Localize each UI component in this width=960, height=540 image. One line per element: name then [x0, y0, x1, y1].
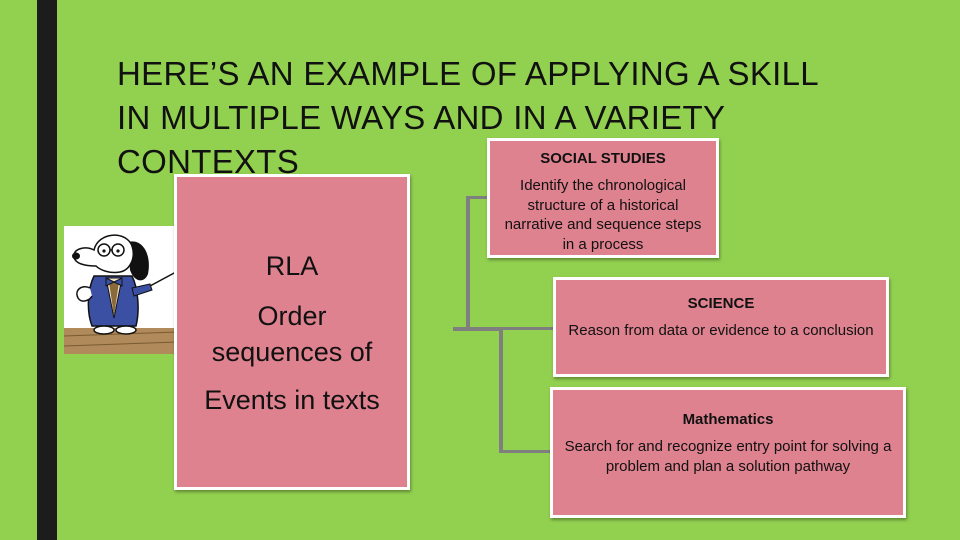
mathematics-heading: Mathematics [682, 411, 774, 428]
connector-to-social-studies [466, 196, 488, 199]
rla-line-3: Events in texts [204, 385, 380, 415]
social-studies-box: SOCIAL STUDIES Identify the chronologica… [487, 138, 719, 258]
social-studies-heading: SOCIAL STUDIES [540, 150, 666, 167]
connector-to-science [499, 327, 554, 330]
science-heading: SCIENCE [687, 295, 755, 312]
accent-bar [37, 0, 57, 540]
connector-to-mathematics [499, 450, 551, 453]
connector-root [453, 327, 501, 331]
rla-line-2: sequences of [211, 337, 373, 367]
slide-title: HERE’S AN EXAMPLE OF APPLYING A SKILL IN… [117, 55, 819, 180]
social-studies-text: Identify the chronological structure of … [504, 177, 702, 253]
connector-vertical-top [466, 196, 470, 329]
rla-box: RLA Order sequences of Events in texts [174, 174, 410, 490]
rla-line-1: Order [257, 301, 327, 331]
snoopy-illustration [64, 226, 178, 354]
mathematics-box: Mathematics Search for and recognize ent… [550, 387, 906, 518]
science-box: SCIENCE Reason from data or evidence to … [553, 277, 889, 377]
mathematics-text: Search for and recognize entry point for… [564, 438, 892, 475]
science-text: Reason from data or evidence to a conclu… [568, 322, 874, 339]
rla-heading: RLA [265, 251, 319, 281]
connector-vertical-bottom [499, 327, 503, 453]
